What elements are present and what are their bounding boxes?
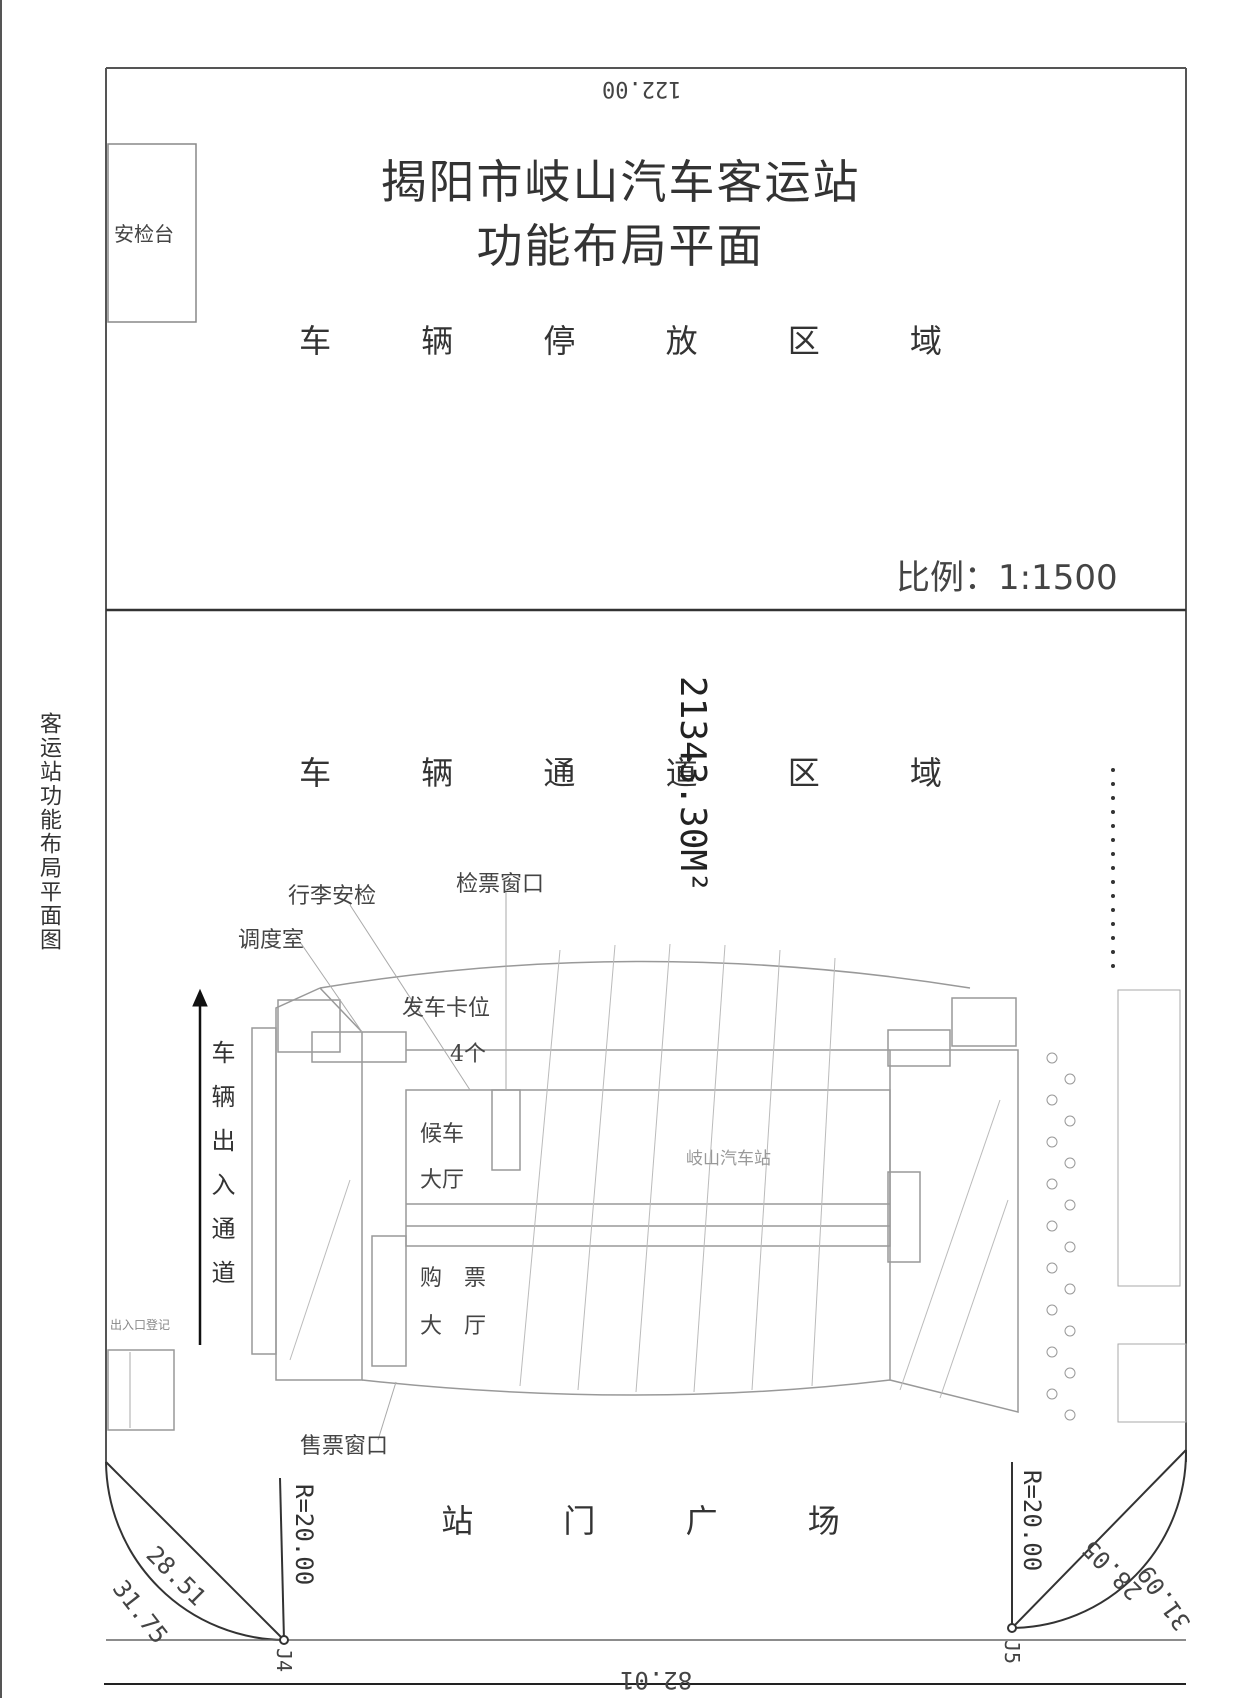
leader-lines (299, 892, 507, 1441)
ticket-hall-label-2: 大 厅 (420, 1314, 487, 1339)
bay-lines (289, 943, 1009, 1399)
side-title: 客运站功能布局平面图 (36, 712, 61, 952)
dispatch-room-label: 调度室 (238, 928, 305, 953)
channel-zone-label: 车 辆 通 道 区 域 (299, 754, 982, 792)
radius-right: R=20.00 (1018, 1470, 1046, 1572)
shrubs (1046, 1052, 1076, 1421)
square-label: 站 门 广 场 (441, 1502, 880, 1540)
station-building (251, 960, 1019, 1413)
departure-bays-label: 发车卡位 (402, 996, 491, 1021)
station-name-label: 岐山汽车站 (686, 1149, 771, 1169)
point-j5: J5 (1000, 1639, 1025, 1665)
tree-row (1117, 989, 1187, 1423)
departure-bays-count: 4个 (450, 1042, 486, 1067)
parking-zone-label: 车 辆 停 放 区 域 (299, 322, 982, 360)
title-line-2: 功能布局平面 (476, 219, 765, 273)
scale-label: 比例：1:1500 (896, 558, 1118, 598)
waiting-hall-label-1: 候车 (420, 1122, 465, 1147)
dotted-marker (1111, 768, 1115, 968)
radius-left: R=20.00 (290, 1484, 318, 1586)
vehicle-access-label: 车辆出入通道 (207, 1040, 235, 1304)
ticket-window-label: 售票窗口 (300, 1434, 389, 1459)
top-dimension: 122.00 (602, 76, 682, 101)
ticket-hall-label-1: 购 票 (420, 1266, 487, 1291)
entrance-register-label: 出入口登记 (110, 1318, 171, 1332)
security-desk-box (107, 143, 197, 323)
baggage-check-label: 行李安检 (288, 884, 377, 909)
entrance-register-box (107, 1349, 175, 1431)
corner-arcs (105, 1449, 1188, 1645)
waiting-hall-label-2: 大厅 (420, 1168, 465, 1193)
access-arrow (192, 988, 208, 1345)
bottom-dimension: 82.01 (620, 1666, 693, 1694)
title-line-1: 揭阳市岐山汽车客运站 (380, 155, 861, 209)
security-desk-label: 安检台 (114, 222, 174, 246)
ticket-check-window-label: 检票窗口 (456, 872, 545, 897)
point-j4: J4 (272, 1647, 297, 1673)
site-area: 21343.30M² (672, 676, 713, 893)
